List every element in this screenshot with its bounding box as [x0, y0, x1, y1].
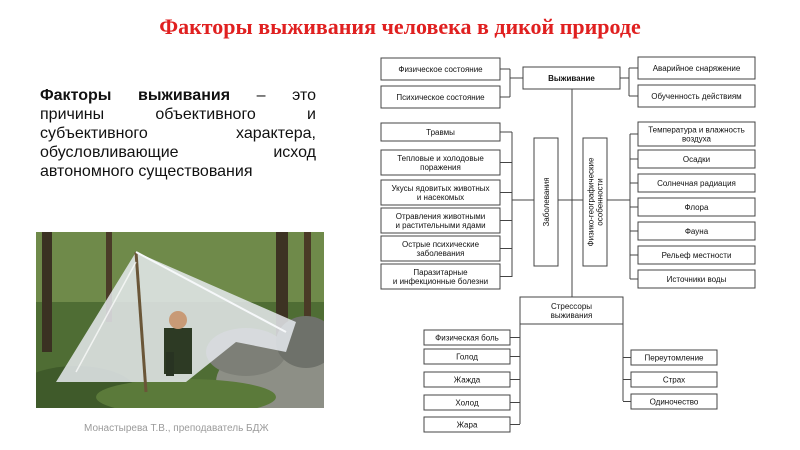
- top-left-box-2: Психическое состояние: [380, 85, 501, 109]
- diagram-boxes: Выживание Физическое состояниеПсихическое…: [380, 56, 756, 433]
- definition-body: – это причины объективного и субъективно…: [40, 87, 316, 180]
- stressor-left-box-2-label: Голод: [456, 353, 478, 362]
- geo-box-5: Фауна: [637, 221, 756, 241]
- disease-box-1: Травмы: [380, 122, 501, 142]
- geo-box-7: Источники воды: [637, 269, 756, 289]
- stressor-left-box-5-label: Жара: [457, 421, 478, 430]
- stressor-left-box-1-label: Физическая боль: [435, 334, 499, 343]
- geo-box-3-label: Солнечная радиация: [657, 179, 736, 188]
- stressor-right-box-3-label: Одиночество: [650, 398, 699, 407]
- stressor-left-box-3-label: Жажда: [454, 376, 481, 385]
- geo-box-7-label: Источники воды: [667, 275, 727, 284]
- geo-box-2-label: Осадки: [683, 155, 710, 164]
- stressor-right-box-3: Одиночество: [630, 393, 718, 410]
- survival-shelter-photo: [36, 232, 324, 408]
- top-right-box-2-label: Обученность действиям: [651, 92, 741, 101]
- connector-lines: [500, 67, 638, 425]
- stressor-right-box-2-label: Страх: [663, 376, 685, 385]
- top-left-box-1-label: Физическое состояние: [398, 65, 483, 74]
- definition-term: Факторы выживания: [40, 87, 231, 104]
- stressor-left-box-1: Физическая боль: [423, 329, 511, 346]
- stressor-left-box-3: Жажда: [423, 371, 511, 388]
- geo-category-box-label: Физико-географическиеособенности: [587, 157, 605, 246]
- top-left-box-1: Физическое состояние: [380, 57, 501, 81]
- geo-box-3: Солнечная радиация: [637, 173, 756, 193]
- geo-category-box: Физико-географическиеособенности: [582, 137, 608, 267]
- stressor-left-box-2: Голод: [423, 348, 511, 365]
- author-credit: Монастырева Т.В., преподаватель БДЖ: [84, 423, 269, 434]
- top-right-box-2: Обученность действиям: [637, 84, 756, 108]
- stressor-left-box-5: Жара: [423, 416, 511, 433]
- geo-box-2: Осадки: [637, 149, 756, 169]
- geo-box-6-label: Рельеф местности: [662, 251, 732, 260]
- disease-box-1-label: Травмы: [426, 128, 455, 137]
- geo-box-4: Флора: [637, 197, 756, 217]
- geo-box-6: Рельеф местности: [637, 245, 756, 265]
- center-box-survival: Выживание: [522, 66, 621, 90]
- top-right-box-1: Аварийное снаряжение: [637, 56, 756, 80]
- stressor-right-box-1: Переутомление: [630, 349, 718, 366]
- diseases-category-box: Заболевания: [533, 137, 559, 267]
- stressor-left-box-4-label: Холод: [455, 399, 479, 408]
- stressor-left-box-4: Холод: [423, 394, 511, 411]
- top-left-box-2-label: Психическое состояние: [396, 93, 485, 102]
- stressor-right-box-2: Страх: [630, 371, 718, 388]
- geo-box-4-label: Флора: [685, 203, 709, 212]
- page-title: Факторы выживания человека в дикой приро…: [159, 14, 641, 39]
- definition-text: Факторы выживания – это причины объектив…: [40, 86, 316, 181]
- center-box-survival-label: Выживание: [548, 74, 595, 83]
- stressor-right-box-1-label: Переутомление: [645, 354, 705, 363]
- geo-box-5-label: Фауна: [685, 227, 709, 236]
- top-right-box-1-label: Аварийное снаряжение: [653, 64, 741, 73]
- diseases-category-box-label: Заболевания: [542, 177, 551, 226]
